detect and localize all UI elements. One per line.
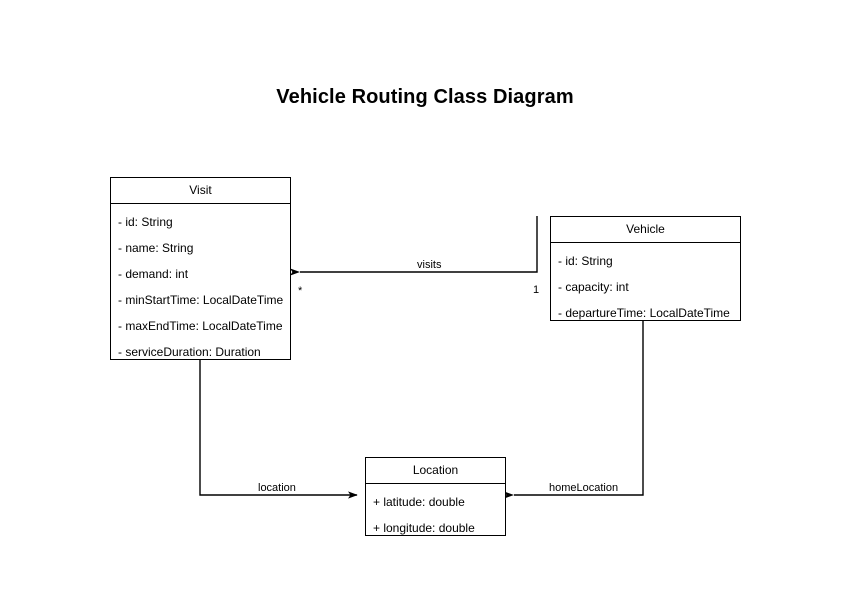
edge-label-visits: visits	[414, 259, 445, 271]
page-title: Vehicle Routing Class Diagram	[276, 86, 574, 108]
uml-class-location-name: Location	[366, 458, 505, 484]
uml-attribute: + longitude: double	[373, 521, 475, 535]
uml-attribute: - capacity: int	[558, 280, 629, 294]
multiplicity-visit-side: *	[298, 285, 303, 297]
uml-class-visit-attributes: - id: String - name: String - demand: in…	[111, 204, 290, 370]
uml-class-vehicle[interactable]: Vehicle - id: String - capacity: int - d…	[550, 216, 741, 321]
uml-attribute: + latitude: double	[373, 495, 465, 509]
uml-class-visit[interactable]: Visit - id: String - name: String - dema…	[110, 177, 291, 360]
edge-visits	[300, 216, 538, 272]
edge-label-homelocation: homeLocation	[546, 482, 622, 494]
uml-class-vehicle-attributes: - id: String - capacity: int - departure…	[551, 243, 740, 331]
uml-attribute: - demand: int	[118, 267, 189, 281]
edge-location	[199, 360, 357, 495]
uml-attribute: - name: String	[118, 241, 194, 255]
uml-class-visit-name: Visit	[111, 178, 290, 204]
uml-attribute: - minStartTime: LocalDateTime	[118, 293, 284, 307]
uml-class-location[interactable]: Location + latitude: double + longitude:…	[365, 457, 506, 536]
uml-attribute: - id: String	[558, 254, 613, 268]
uml-class-location-attributes: + latitude: double + longitude: double	[366, 484, 505, 546]
edge-label-location: location	[255, 482, 299, 494]
uml-attribute: - serviceDuration: Duration	[118, 345, 261, 359]
edge-homelocation	[514, 321, 644, 495]
uml-attribute: - id: String	[118, 215, 173, 229]
uml-class-vehicle-name: Vehicle	[551, 217, 740, 243]
uml-attribute: - departureTime: LocalDateTime	[558, 306, 730, 320]
multiplicity-vehicle-side: 1	[533, 284, 540, 296]
uml-attribute: - maxEndTime: LocalDateTime	[118, 319, 283, 333]
